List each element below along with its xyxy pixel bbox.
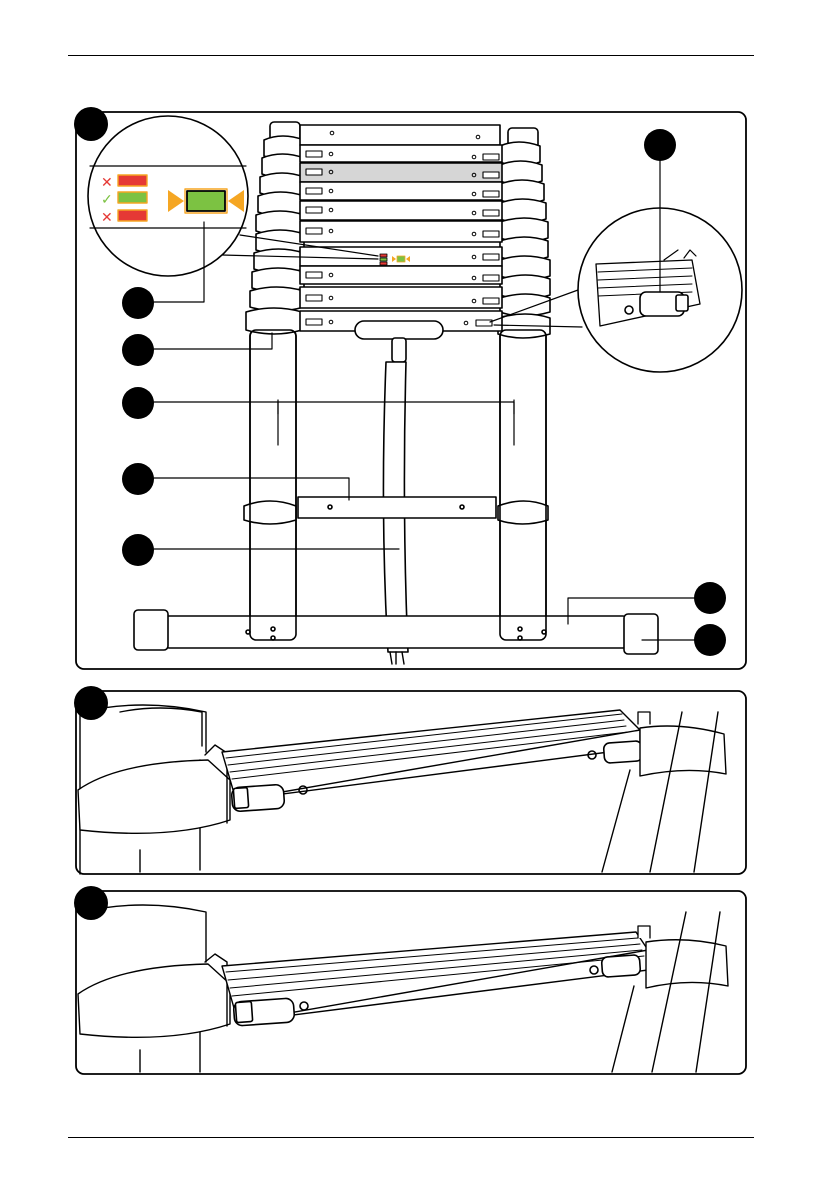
panel-a-badge [74, 107, 108, 141]
callout-badge-7 [694, 582, 726, 614]
right-stile [500, 330, 546, 640]
callout-badge-5 [122, 534, 154, 566]
panel-b [74, 686, 746, 874]
callout-badge-2 [122, 334, 154, 366]
panel-b-badge [74, 686, 108, 720]
legend-mark-3: ✕ [101, 209, 113, 225]
panel-c-badge [74, 886, 108, 920]
legend-mark-2: ✓ [101, 191, 113, 207]
rung-stack [300, 125, 502, 331]
panel-c [74, 886, 746, 1074]
left-stile [250, 330, 296, 640]
panel-a: ✕ ✓ ✕ [74, 107, 746, 669]
callout-badge-3 [122, 387, 154, 419]
legend-mark-1: ✕ [101, 174, 113, 190]
callout-badge-1 [122, 287, 154, 319]
callout-badge-8 [694, 624, 726, 656]
callout-badge-6 [644, 129, 676, 161]
callout-badge-4 [122, 463, 154, 495]
